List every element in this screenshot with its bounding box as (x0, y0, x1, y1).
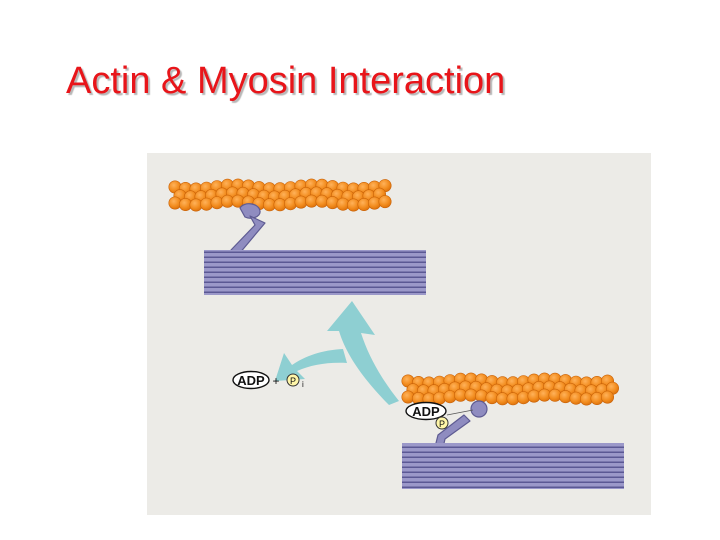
slide-title: Actin & Myosin Interaction (66, 60, 506, 102)
phosphate-released-label: P (290, 376, 296, 386)
actin-bead (600, 390, 614, 404)
plus-sign: + (272, 374, 279, 388)
bottom-thick-filament (402, 443, 624, 489)
diagram-canvas: ADP + P i ADP P (168, 178, 624, 489)
actin-myosin-diagram: ADP + P i ADP P (147, 153, 651, 515)
adp-released-badge (232, 370, 270, 390)
phosphate-bound-label: P (439, 419, 445, 429)
top-thick-filament (204, 250, 426, 295)
released-products: ADP + P i (232, 370, 304, 390)
actin-bead (378, 195, 392, 209)
top-actin-filament (168, 178, 392, 212)
phosphate-released-icon (286, 373, 300, 387)
adp-bound-label: ADP (412, 404, 440, 419)
adp-released-label: ADP (237, 373, 265, 388)
bottom-actin-filament (401, 372, 619, 406)
cycle-arrow (275, 301, 399, 405)
bound-products: ADP P (405, 401, 449, 430)
top-myosin-head (230, 203, 266, 255)
phosphate-bound-icon (435, 416, 449, 430)
adp-bound-badge (405, 401, 447, 421)
phosphate-released-subscript: i (302, 380, 304, 389)
